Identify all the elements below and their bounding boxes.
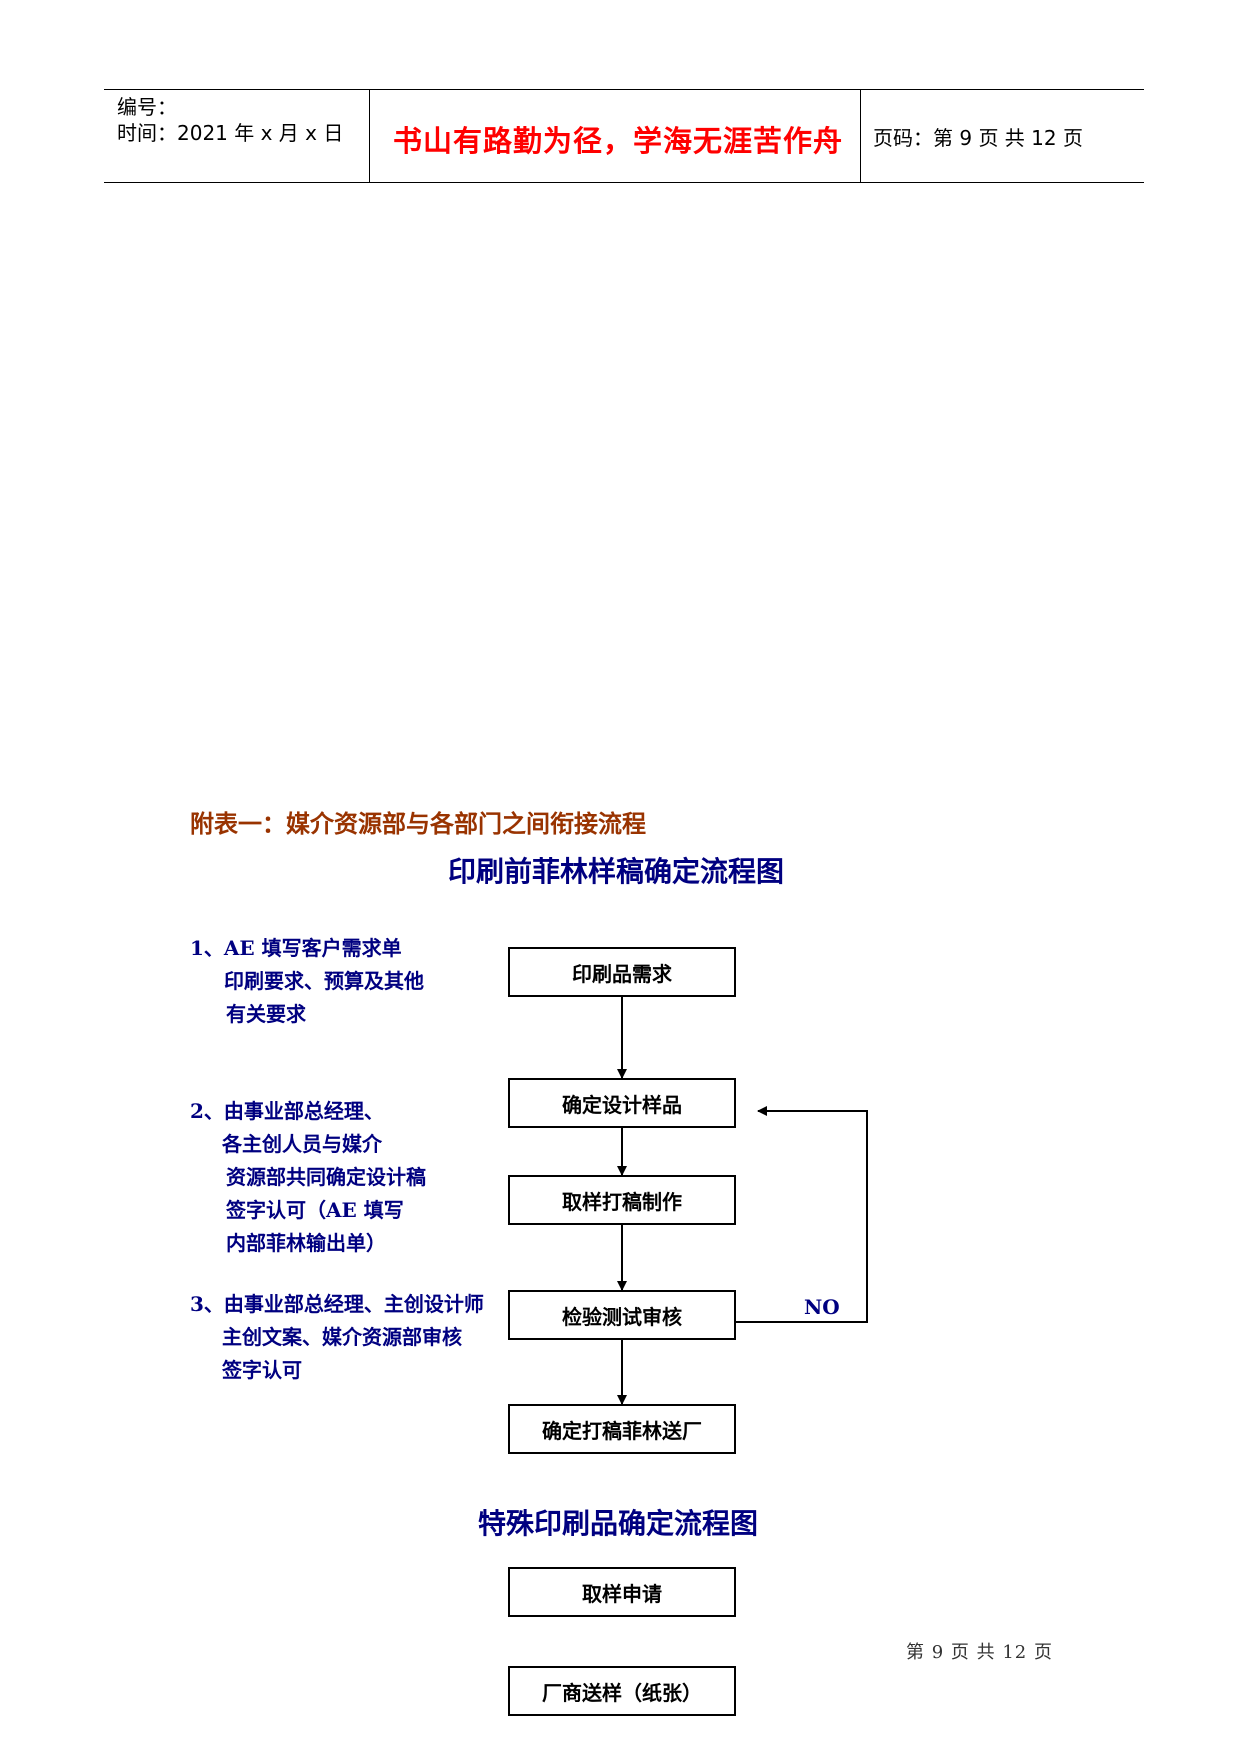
step-note-line: 资源部共同确定设计稿 (226, 1165, 426, 1189)
flow-box-vendor-samples: 厂商送样（纸张） (508, 1666, 736, 1716)
header-motto: 书山有路勤为径，学海无涯苦作舟 (393, 124, 844, 158)
header-number-label: 编号： (117, 95, 177, 119)
step-note-2: 2、由事业部总经理、 各主创人员与媒介 资源部共同确定设计稿 签字认可（AE 填… (190, 1095, 426, 1260)
header-top-rule (104, 89, 1144, 90)
step-note-line: 1、AE 填写客户需求单 (190, 936, 402, 960)
appendix-title: 附表一：媒介资源部与各部门之间衔接流程 (190, 810, 646, 838)
header-divider-left (369, 89, 370, 183)
step-note-line: 主创文案、媒介资源部审核 (222, 1325, 462, 1349)
flow-box-proof-making: 取样打稿制作 (508, 1175, 736, 1225)
loop-back-no-path (736, 1106, 868, 1323)
step-note-line: 各主创人员与媒介 (222, 1132, 382, 1156)
header-time-label: 时间：2021 年 x 月 x 日 (117, 121, 344, 145)
step-note-line: 内部菲林输出单） (226, 1231, 386, 1255)
flow-box-send-to-factory: 确定打稿菲林送厂 (508, 1404, 736, 1454)
header-divider-right (860, 89, 861, 183)
step-note-line: 印刷要求、预算及其他 (224, 969, 424, 993)
flow-box-print-demand: 印刷品需求 (508, 947, 736, 997)
no-label: NO (804, 1295, 840, 1319)
step-note-line: 2、由事业部总经理、 (190, 1099, 384, 1123)
page-footer: 第 9 页 共 12 页 (906, 1642, 1053, 1663)
flow-box-confirm-sample: 确定设计样品 (508, 1078, 736, 1128)
header-bottom-rule (104, 182, 1144, 183)
step-note-line: 签字认可 (222, 1358, 302, 1382)
step-note-line: 签字认可（AE 填写 (226, 1198, 404, 1222)
flow-box-inspection-review: 检验测试审核 (508, 1290, 736, 1340)
header-page-label: 页码：第 9 页 共 12 页 (873, 126, 1083, 150)
step-note-1: 1、AE 填写客户需求单 印刷要求、预算及其他 有关要求 (190, 932, 424, 1031)
step-note-3: 3、由事业部总经理、主创设计师 主创文案、媒介资源部审核 签字认可 (190, 1288, 484, 1387)
flowchart-title: 印刷前菲林样稿确定流程图 (448, 855, 785, 888)
flow-box-sample-application: 取样申请 (508, 1567, 736, 1617)
step-note-line: 有关要求 (226, 1002, 306, 1026)
special-flowchart-title: 特殊印刷品确定流程图 (478, 1507, 759, 1540)
step-note-line: 3、由事业部总经理、主创设计师 (190, 1292, 484, 1316)
